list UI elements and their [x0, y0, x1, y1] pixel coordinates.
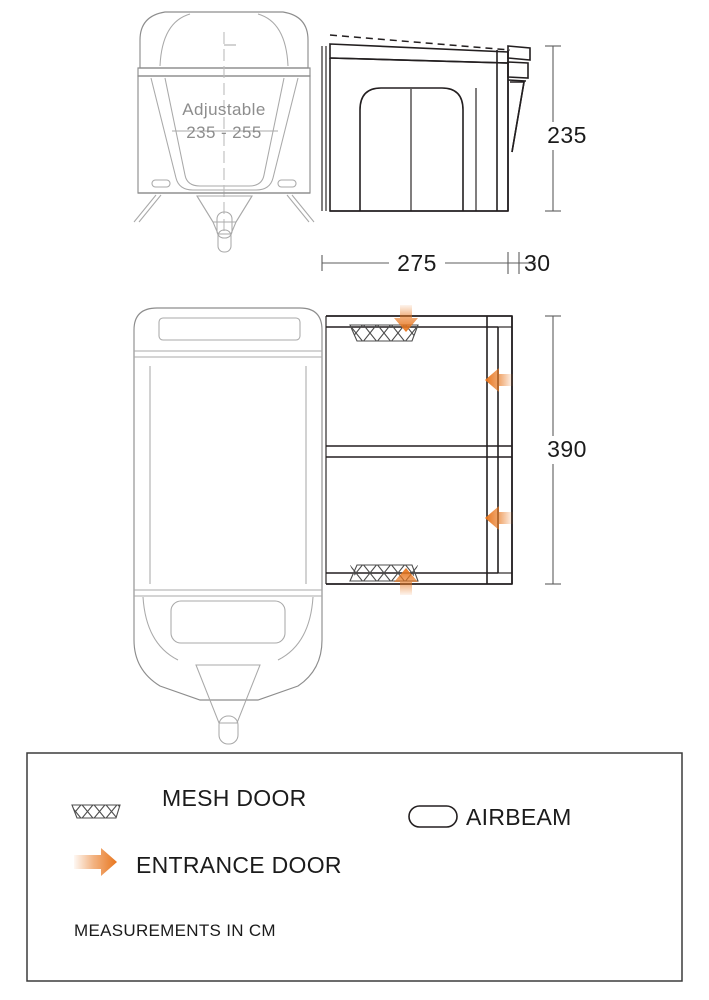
dimension-value-235: 235 — [547, 122, 587, 148]
dimension-value-390: 390 — [547, 436, 587, 462]
legend-label-airbeam: AIRBEAM — [466, 804, 572, 830]
dimension-275-30: 275 30 — [321, 249, 551, 277]
airbeam-capsule-icon — [408, 805, 458, 828]
dimension-value-275: 275 — [397, 250, 437, 276]
adjustable-label-line2: 235 - 255 — [186, 123, 261, 142]
plan-view: 390 — [133, 305, 595, 745]
mesh-door-top — [349, 324, 419, 342]
side-elevation-view: 235 275 30 — [321, 34, 595, 277]
legend-label-entrance-door: ENTRANCE DOOR — [136, 852, 342, 878]
legend-measurements-note: MEASUREMENTS IN CM — [74, 921, 276, 940]
dimension-235: 235 — [539, 45, 595, 212]
entrance-door-arrow-icon — [74, 848, 117, 876]
legend-panel: MESH DOOR AIRBEAM ENTRANCE DOOR MEASUREM… — [26, 752, 683, 982]
dimension-390: 390 — [539, 315, 595, 585]
front-elevation-view: Adjustable 235 - 255 — [133, 11, 315, 253]
entrance-door-arrow-right-lower — [485, 506, 513, 530]
entrance-door-arrow-right-upper — [485, 368, 513, 392]
mesh-hatch-icon — [71, 804, 121, 819]
dimension-value-30: 30 — [524, 250, 551, 276]
legend-label-mesh-door: MESH DOOR — [162, 785, 307, 811]
adjustable-label-line1: Adjustable — [182, 100, 265, 119]
entrance-door-arrow-bottom — [394, 568, 418, 595]
entrance-door-arrow-top — [394, 305, 418, 332]
